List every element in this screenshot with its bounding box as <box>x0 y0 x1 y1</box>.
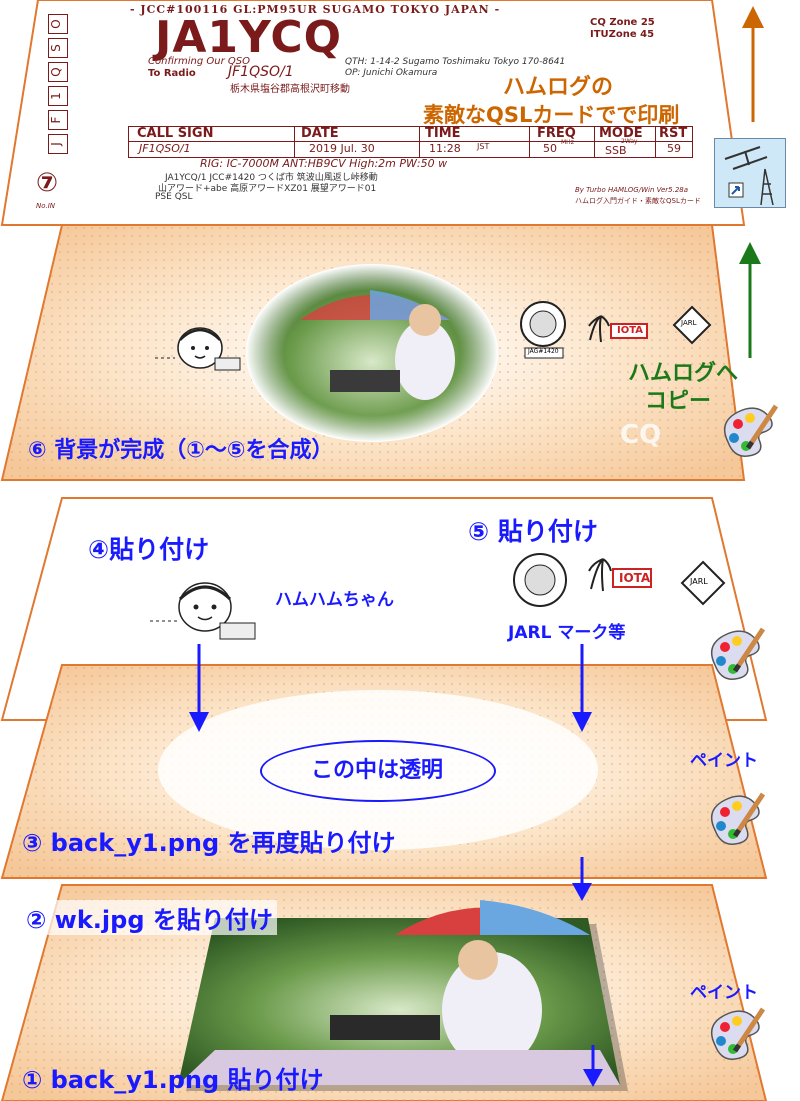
cell-callsign: JF1QSO/1 <box>139 142 191 155</box>
qsl-credit-1: By Turbo HAMLOG/Win Ver5.28a <box>575 186 689 194</box>
iota-label: IOTA <box>617 325 644 336</box>
table-header-row: CALL SIGN DATE TIME FREQ MODE RST <box>129 126 692 142</box>
qsl-itu-zone: ITUZone 45 <box>590 29 655 40</box>
cell-freq-unit: MHz <box>561 139 574 146</box>
cell-freq: 50 <box>543 142 557 155</box>
hamham-mascot-icon <box>150 575 260 645</box>
step-5-paste: ⑤ 貼り付け <box>468 517 598 546</box>
arrow-down-icon <box>578 1043 608 1089</box>
cell-mode: SSB <box>605 144 627 157</box>
hamham-label: ハムハムちゃん <box>275 590 394 610</box>
header-freq: FREQ <box>537 126 576 141</box>
jarl-label: JARL <box>690 577 708 586</box>
cell-mode-sub: 2Way <box>621 138 638 145</box>
qsl-note-1: JA1YCQ/1 JCC#1420 つくば市 筑波山風返し峠移動 <box>165 173 378 183</box>
iota-logo-icon: IOTA <box>585 312 650 346</box>
header-time: TIME <box>425 126 461 141</box>
header-callsign: CALL SIGN <box>137 126 214 141</box>
qsl-jp-location: 栃木県塩谷郡高根沢町移動 <box>230 84 350 95</box>
layer7-qsl-card <box>0 0 746 226</box>
qsl-qth: QTH: 1-14-2 Sugamo Toshimaku Tokyo 170-8… <box>345 57 566 67</box>
qsl-confirming: Confirming Our QSO <box>148 56 250 67</box>
vcall-char: 1 <box>48 86 68 106</box>
qsl-cq-zone: CQ Zone 25 <box>590 17 655 28</box>
qsl-op: OP: Junichi Okamura <box>345 68 438 78</box>
transparent-label: この中は透明 <box>310 758 443 783</box>
paint-palette-icon <box>705 625 767 691</box>
transparent-area-oval <box>260 740 496 802</box>
header-rst: RST <box>659 126 688 141</box>
arrow-down-icon <box>567 855 597 903</box>
step-2-caption: ② wk.jpg を貼り付け <box>22 900 277 935</box>
iota-label: IOTA <box>619 571 651 585</box>
jarl-label: JARL <box>681 319 697 327</box>
step-1-caption: ① back_y1.png 貼り付け <box>22 1066 324 1094</box>
paint-palette-icon <box>705 790 767 856</box>
vcall-char: Q <box>48 62 68 82</box>
qsl-note-3: PSE QSL <box>155 192 193 202</box>
iota-logo-icon: IOTA <box>585 555 655 595</box>
jag-lion-logo-icon: JAG#1420 <box>510 300 580 360</box>
cell-rst: 59 <box>667 142 681 155</box>
layer6-background-complete <box>0 224 746 481</box>
vcall-char: F <box>48 110 68 130</box>
arrow-up-icon <box>735 240 765 360</box>
table-data-row: JF1QSO/1 2019 Jul. 30 11:28 JST 50 MHz 2… <box>129 138 692 157</box>
jarl-diamond-logo-icon: JARL <box>680 560 726 606</box>
step-3-caption: ③ back_y1.png を再度貼り付け <box>22 829 396 857</box>
copy-to-hamlog-line2: コピー <box>645 389 712 414</box>
paint-palette-icon <box>718 402 780 468</box>
paint-label: ペイント <box>690 983 758 1003</box>
qsl-overlay-line2: 素敵なQSLカードでで印刷 <box>420 99 683 129</box>
cell-time-zone: JST <box>477 142 490 151</box>
arrow-up-icon <box>738 4 768 124</box>
antenna-icon <box>714 138 786 208</box>
cell-date: 2019 Jul. 30 <box>309 142 375 155</box>
step-6-caption: ⑥ 背景が完成（①～⑤を合成） <box>28 438 334 463</box>
qsl-credit-2: ハムログ入門ガイド・素敵なQSLカード <box>575 197 701 205</box>
jag-number: JAG#1420 <box>528 348 559 355</box>
arrow-down-icon <box>567 642 597 734</box>
qsl-top-line: - JCC#100116 GL:PM95UR SUGAMO TOKYO JAPA… <box>130 3 501 16</box>
qsl-overlay-line1: ハムログの <box>500 69 617 101</box>
paint-label: ペイント <box>690 751 758 771</box>
qsl-qso-table: CALL SIGN DATE TIME FREQ MODE RST JF1QSO… <box>128 126 693 158</box>
jag-lion-logo-icon <box>505 550 575 610</box>
qsl-to-radio-label: To Radio <box>148 68 196 79</box>
step-7-marker: ⑦ <box>36 168 59 198</box>
vcall-char: S <box>48 38 68 58</box>
paint-palette-icon <box>705 1005 767 1071</box>
jarl-marks-label: JARL マーク等 <box>508 623 626 643</box>
qsl-to-radio-call: JF1QSO/1 <box>228 64 294 80</box>
copy-to-hamlog-line1: ハムログへ <box>628 361 739 386</box>
vcall-char: O <box>48 14 68 34</box>
header-date: DATE <box>301 126 339 141</box>
qsl-callsign: JA1YCQ <box>155 12 343 63</box>
header-mode: MODE <box>599 126 643 141</box>
qsl-rig: RIG: IC-7000M ANT:HB9CV High:2m PW:50 w <box>200 157 448 170</box>
hamham-mascot-icon <box>155 318 245 378</box>
layer2-wk-photo <box>178 900 628 1091</box>
qsl-vertical-callsign: O S Q 1 F J <box>48 14 68 154</box>
jarl-diamond-logo-icon: JARL <box>672 305 712 345</box>
cell-time: 11:28 <box>429 142 461 155</box>
vcall-char: J <box>48 134 68 154</box>
arrow-down-icon <box>184 642 214 734</box>
faint-cq-watermark: CQ <box>620 420 662 450</box>
step-4-paste: ④貼り付け <box>88 535 210 564</box>
qsl-note-2: 山アワード+abe 高原アワードXZ01 展望アワード01 <box>158 184 377 194</box>
qsl-no-label: No.IN <box>36 202 56 210</box>
